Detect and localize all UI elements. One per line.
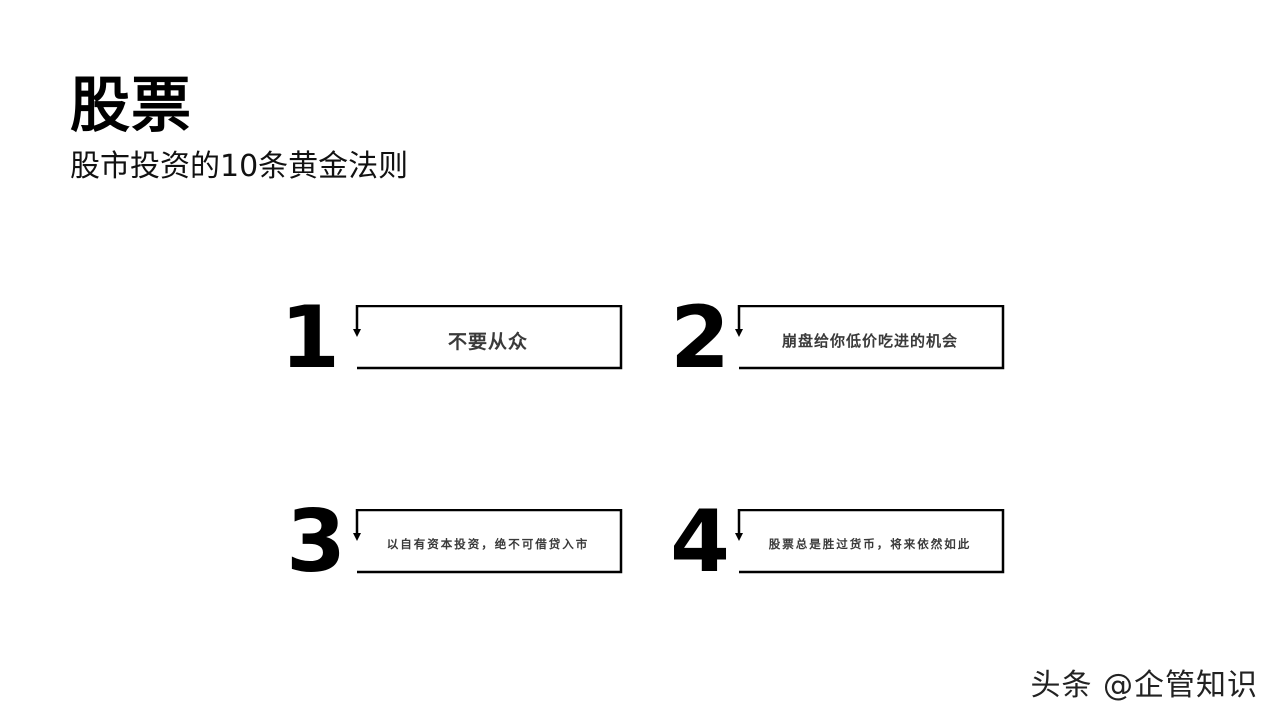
- rule-text: 不要从众: [447, 330, 528, 353]
- rule-text: 崩盘给你低价吃进的机会: [781, 331, 958, 350]
- rule-number: 4: [670, 492, 730, 592]
- bracket-arrow-icon: [735, 509, 1005, 574]
- bracket-arrow-icon: [353, 305, 623, 370]
- watermark: 头条 @企管知识: [1030, 668, 1258, 703]
- bracket-arrow-icon: [353, 509, 623, 574]
- rule-card-1: 1 不要从众: [280, 295, 625, 381]
- page-title: 股票: [70, 71, 192, 141]
- rule-frame: 股票总是胜过货币，将来依然如此: [735, 509, 1005, 579]
- rule-number: 2: [670, 288, 730, 388]
- rule-frame: 崩盘给你低价吃进的机会: [735, 305, 1005, 375]
- rule-frame: 以自有资本投资，绝不可借贷入市: [353, 509, 623, 579]
- rule-text: 股票总是胜过货币，将来依然如此: [768, 536, 972, 551]
- bracket-arrow-icon: [735, 305, 1005, 370]
- rule-card-3: 3 以自有资本投资，绝不可借贷入市: [285, 499, 625, 585]
- rule-number: 3: [286, 492, 346, 592]
- rule-card-4: 4 股票总是胜过货币，将来依然如此: [665, 492, 1005, 592]
- page-subtitle: 股市投资的10条黄金法则: [70, 149, 409, 184]
- rule-card-2: 2 崩盘给你低价吃进的机会: [665, 288, 1005, 388]
- rule-number: 1: [280, 288, 340, 388]
- rule-frame: 不要从众: [353, 305, 623, 375]
- rule-text: 以自有资本投资，绝不可借贷入市: [386, 536, 590, 551]
